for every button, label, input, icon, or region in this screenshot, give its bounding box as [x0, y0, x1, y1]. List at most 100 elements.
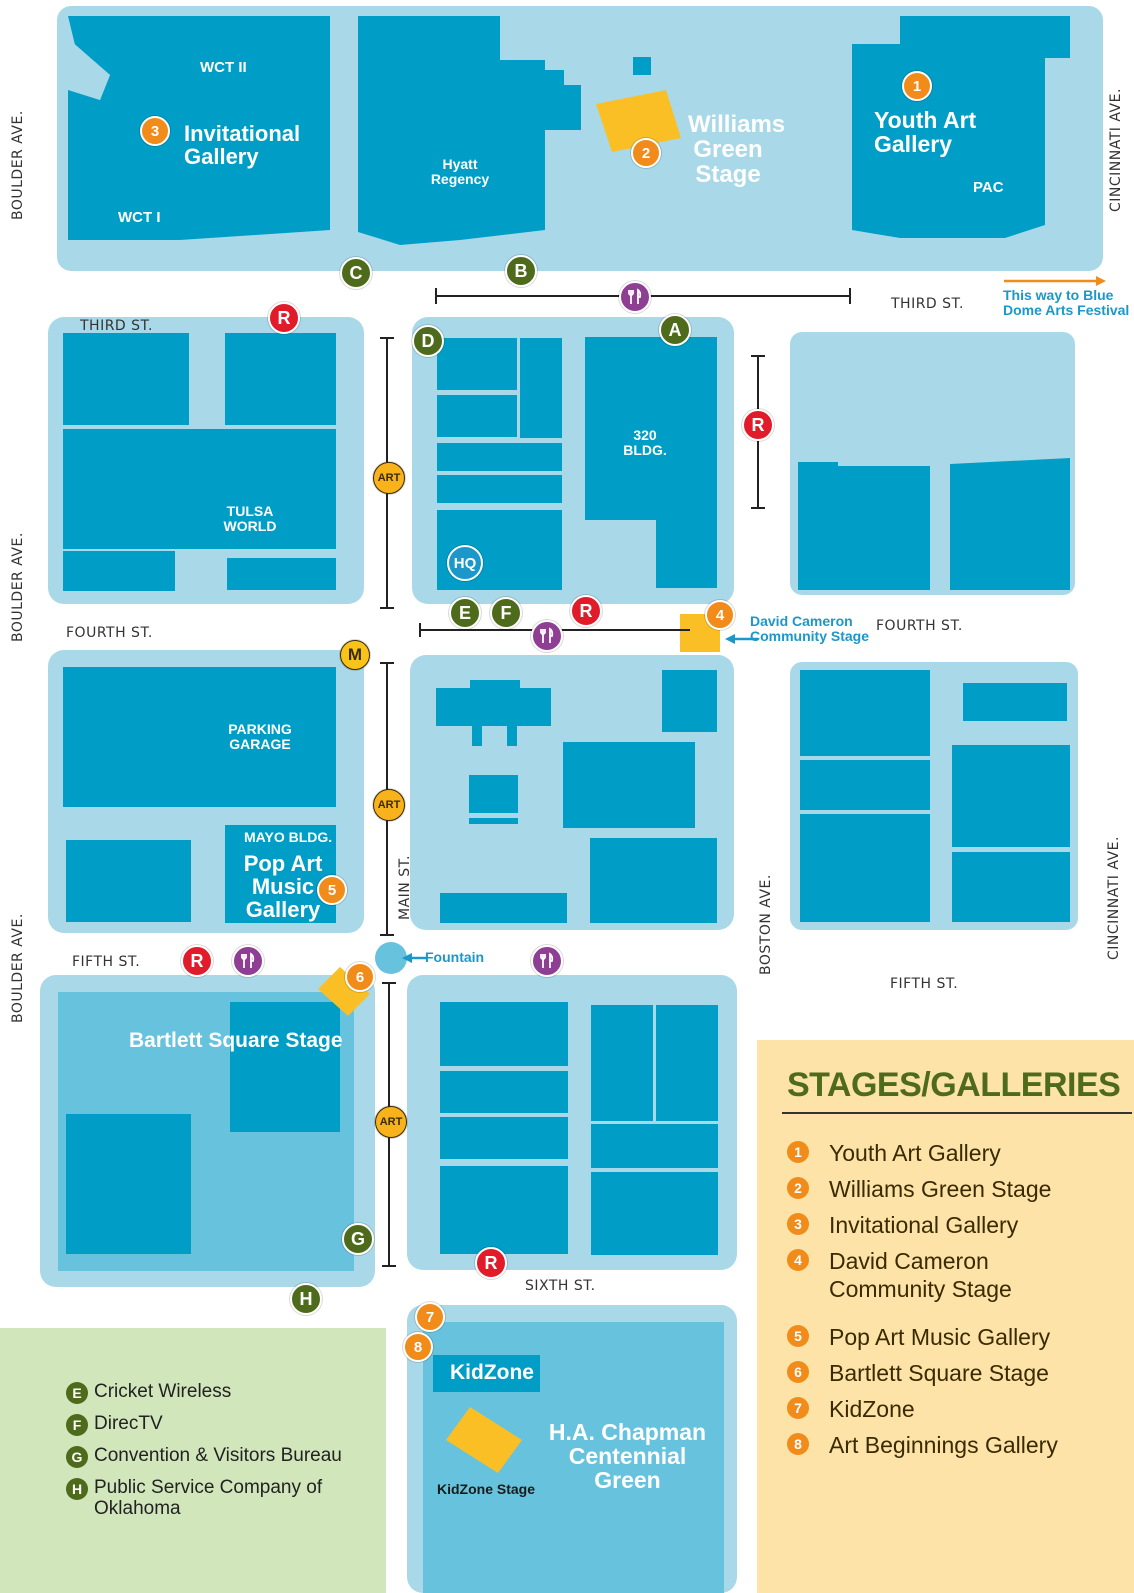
sponsor-letter: H	[66, 1478, 88, 1500]
sponsor-letter: G	[66, 1446, 88, 1468]
legend-label: Williams Green Stage	[829, 1176, 1052, 1202]
marker-h[interactable]: H	[290, 1283, 322, 1315]
street-main-st: MAIN ST.	[397, 855, 413, 920]
marker-venue-5[interactable]: 5	[317, 875, 347, 905]
marker-b[interactable]: B	[505, 255, 537, 287]
label-hyatt: Hyatt Regency	[430, 156, 490, 187]
street-sixth-st: SIXTH ST.	[525, 1278, 596, 1294]
stages-legend-divider	[782, 1112, 1132, 1114]
marker-metro[interactable]: M	[340, 640, 370, 670]
street-fifth-st-right: FIFTH ST.	[890, 976, 959, 992]
legend-number: 7	[787, 1397, 809, 1419]
marker-e[interactable]: E	[449, 597, 481, 629]
marker-food[interactable]	[531, 945, 563, 977]
marker-venue-6[interactable]: 6	[345, 962, 375, 992]
street-cincinnati-ave-2: CINCINNATI AVE.	[1106, 836, 1122, 960]
marker-c[interactable]: C	[340, 257, 372, 289]
legend-item[interactable]: 7 KidZone	[787, 1396, 1059, 1424]
marker-a[interactable]: A	[659, 314, 691, 346]
marker-venue-7[interactable]: 7	[415, 1302, 445, 1332]
legend-item[interactable]: 5 Pop Art Music Gallery	[787, 1324, 1059, 1352]
marker-venue-8[interactable]: 8	[403, 1332, 433, 1362]
label-kidzone-stage: KidZone Stage	[437, 1481, 536, 1497]
marker-art[interactable]: ART	[373, 462, 405, 494]
sponsor-label: DirecTV	[94, 1413, 163, 1434]
sponsor-item[interactable]: E Cricket Wireless	[66, 1381, 364, 1404]
legend-label: Youth Art Gallery	[829, 1140, 1001, 1166]
marker-restroom[interactable]: R	[268, 302, 300, 334]
marker-f[interactable]: F	[490, 597, 522, 629]
arrow-left-icon	[402, 953, 426, 963]
street-boulder-ave-1: BOULDER AVE.	[10, 110, 26, 220]
fork-knife-icon	[241, 952, 255, 968]
legend-item[interactable]: 3 Invitational Gallery	[787, 1212, 1059, 1240]
sponsor-letter: F	[66, 1414, 88, 1436]
building-small-2	[533, 85, 581, 130]
marker-restroom[interactable]: R	[181, 945, 213, 977]
sponsor-label: Cricket Wireless	[94, 1381, 232, 1402]
marker-venue-1[interactable]: 1	[902, 71, 932, 101]
street-boulder-ave-3: BOULDER AVE.	[10, 913, 26, 1023]
marker-restroom[interactable]: R	[742, 409, 774, 441]
legend-label: Pop Art Music Gallery	[829, 1324, 1051, 1350]
marker-hq[interactable]: HQ	[447, 545, 483, 581]
legend-label: Bartlett Square Stage	[829, 1360, 1049, 1386]
sponsor-item[interactable]: G Convention & Visitors Bureau	[66, 1445, 364, 1468]
marker-restroom[interactable]: R	[570, 595, 602, 627]
marker-venue-3[interactable]: 3	[140, 116, 170, 146]
label-pac: PAC	[973, 179, 1004, 196]
williams-green-stage-shape	[596, 90, 681, 152]
label-youth-art-gallery: Youth Art Gallery	[874, 107, 977, 158]
marker-art[interactable]: ART	[375, 1106, 407, 1138]
sponsor-label: Public Service Company of Oklahoma	[94, 1477, 323, 1519]
building-small-3	[633, 57, 651, 75]
label-pop-art-music-gallery: Pop Art Music Gallery	[243, 851, 323, 923]
marker-venue-4[interactable]: 4	[705, 600, 735, 630]
street-third-st: THIRD ST.	[891, 296, 964, 312]
sponsor-item[interactable]: F DirecTV	[66, 1413, 364, 1436]
sponsor-item[interactable]: H Public Service Company of Oklahoma	[66, 1477, 324, 1520]
legend-number: 2	[787, 1177, 809, 1199]
legend-number: 6	[787, 1361, 809, 1383]
fork-knife-icon	[540, 952, 554, 968]
sponsor-letter: E	[66, 1382, 88, 1404]
label-wct-ii: WCT II	[200, 59, 247, 76]
marker-d[interactable]: D	[412, 325, 444, 357]
legend-number: 1	[787, 1141, 809, 1163]
legend-item[interactable]: 4 David Cameron Community Stage	[787, 1248, 1019, 1303]
arrow-right-icon	[1004, 276, 1106, 286]
kidzone-banner	[433, 1355, 540, 1392]
legend-item[interactable]: 2 Williams Green Stage	[787, 1176, 1059, 1204]
building-wct-notch	[70, 40, 110, 100]
building-pac	[852, 16, 1070, 238]
arrow-left-icon	[725, 634, 758, 644]
legend-item[interactable]: 1 Youth Art Gallery	[787, 1140, 1059, 1168]
label-invitational-gallery: Invitational Gallery	[184, 121, 301, 170]
sponsor-label: Convention & Visitors Bureau	[94, 1445, 342, 1466]
marker-food[interactable]	[232, 945, 264, 977]
fountain-shape	[375, 942, 407, 974]
kidzone-stage-shape	[446, 1407, 522, 1473]
street-cincinnati-ave-1: CINCINNATI AVE.	[1108, 88, 1124, 212]
stages-galleries-legend: STAGES/GALLERIES 1 Youth Art Gallery 2 W…	[757, 1040, 1134, 1593]
street-fourth-st-left: FOURTH ST.	[66, 625, 153, 641]
marker-g[interactable]: G	[342, 1223, 374, 1255]
legend-label: Art Beginnings Gallery	[829, 1432, 1058, 1458]
legend-item[interactable]: 8 Art Beginnings Gallery	[787, 1432, 1059, 1460]
label-williams-green-stage: Williams Green Stage	[688, 111, 786, 189]
marker-art[interactable]: ART	[373, 789, 405, 821]
street-third-st-left: THIRD ST.	[80, 318, 153, 334]
marker-food[interactable]	[531, 620, 563, 652]
street-boston-ave: BOSTON AVE.	[758, 874, 774, 975]
legend-label: Invitational Gallery	[829, 1212, 1019, 1238]
marker-restroom[interactable]: R	[475, 1247, 507, 1279]
building-wct	[68, 16, 330, 240]
marker-food[interactable]	[619, 281, 651, 313]
label-mayo-bldg: MAYO BLDG.	[244, 829, 333, 845]
legend-item[interactable]: 6 Bartlett Square Stage	[787, 1360, 1059, 1388]
bartlett-stage-shape	[318, 967, 370, 1016]
marker-venue-2[interactable]: 2	[631, 138, 661, 168]
label-tulsa-world: TULSA WORLD	[223, 503, 277, 534]
street-boulder-ave-2: BOULDER AVE.	[10, 532, 26, 642]
label-320-bldg: 320 BLDG.	[623, 427, 667, 458]
